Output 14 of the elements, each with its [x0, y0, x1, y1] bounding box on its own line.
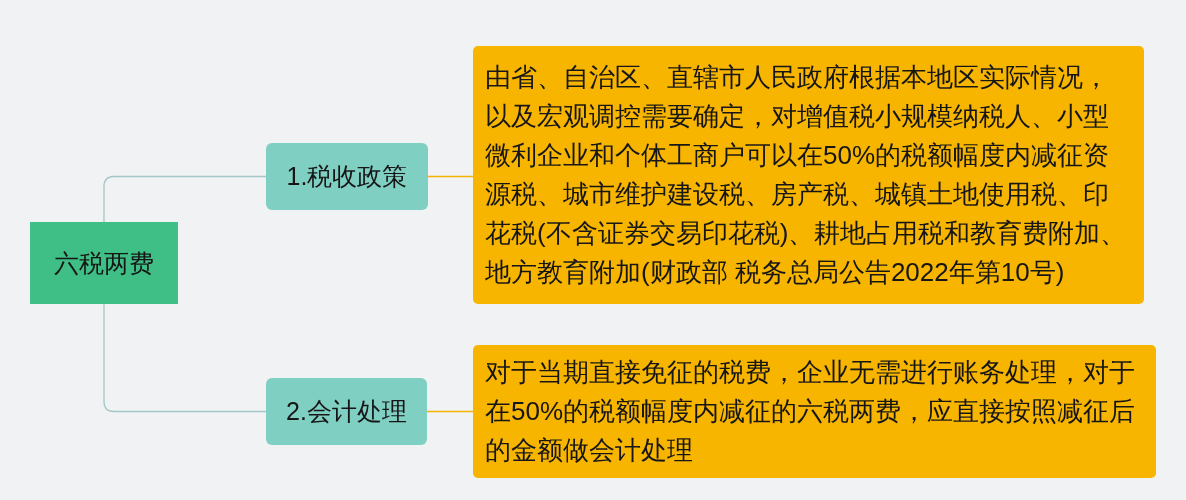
branch-box	[266, 378, 427, 445]
note-text: 由省、自治区、直辖市人民政府根据本地区实际情况，以及宏观调控需要确定，对增值税小规模纳税人、小型微利企业和个体工商户可以在50%的税额幅度内减征资源税、城市维护建设税、房产税、城镇土地使用税、印花税(不含证券交易印花税)、耕地占用税和教育费附加、地方教育附加(财政部 税务总局公告2022年第10号)	[485, 61, 1128, 289]
connector-line	[103, 175, 267, 223]
topic-label: 六税两费	[54, 247, 154, 279]
connector-line	[427, 175, 474, 178]
connector-line	[426, 410, 474, 413]
note-box	[473, 46, 1144, 304]
note-text: 对于当期直接免征的税费，企业无需进行账务处理，对于在50%的税额幅度内减征的六税两费，应直接按照减征后的金额做会计处理	[485, 356, 1137, 467]
note-box	[473, 345, 1156, 478]
connector-line	[103, 303, 267, 413]
topic-box	[30, 222, 178, 304]
branch-label: 1.税收政策	[286, 161, 408, 193]
branch-label: 2.会计处理	[286, 396, 407, 428]
branch-box	[266, 143, 428, 210]
